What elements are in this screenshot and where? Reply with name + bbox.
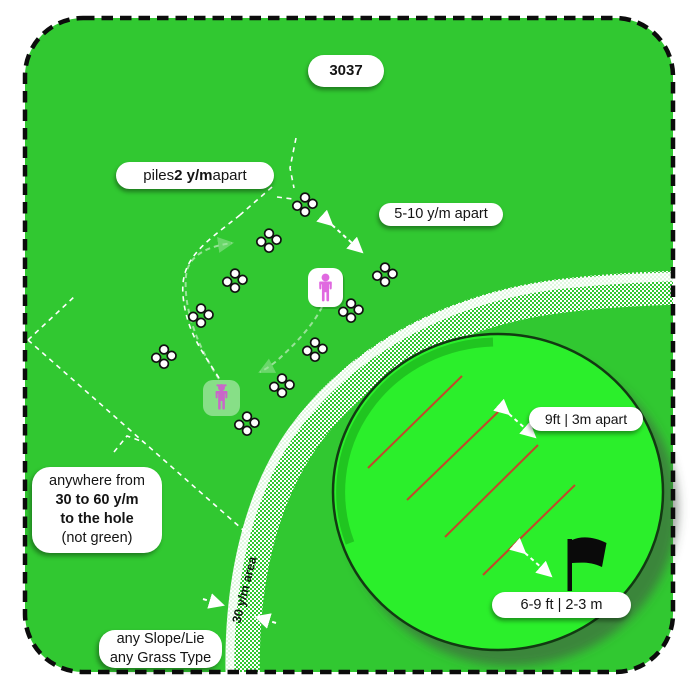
pile-distance-label: 5-10 y/m apart [379, 203, 503, 226]
ball-pile-icon [301, 337, 328, 363]
ball-pile-icon [255, 228, 282, 254]
ball-pile-icon [233, 411, 260, 437]
person-icon [308, 268, 345, 309]
golf-flag-icon [567, 537, 607, 591]
flag-distance-label: 6-9 ft | 2-3 m [492, 592, 631, 618]
fringe-band-30ym [225, 270, 673, 672]
slope-lines [367, 375, 576, 576]
ball-pile-icon [268, 373, 295, 399]
drill-number-badge: 3037 [308, 55, 384, 87]
ball-pile-icon [150, 344, 177, 370]
field-boundary [22, 15, 676, 675]
green-line-spacing-label: 9ft | 3m apart [529, 407, 643, 431]
ball-pile-icon [337, 298, 364, 324]
conditions-label: any Slope/Lie any Grass Type [99, 630, 222, 668]
measure-arrows [202, 209, 553, 629]
ball-pile-icon [371, 262, 398, 288]
ball-pile-icon [187, 303, 214, 329]
ball-pile-icon [221, 268, 248, 294]
piles-spacing-label: piles 2 y/m apart [116, 162, 274, 189]
guide-lines [27, 137, 297, 537]
ball-piles [150, 192, 398, 437]
ball-pile-icon [291, 192, 318, 218]
movement-paths [184, 236, 323, 380]
person-icon [203, 380, 240, 416]
zone-distance-label: anywhere from 30 to 60 y/m to the hole (… [32, 467, 162, 553]
